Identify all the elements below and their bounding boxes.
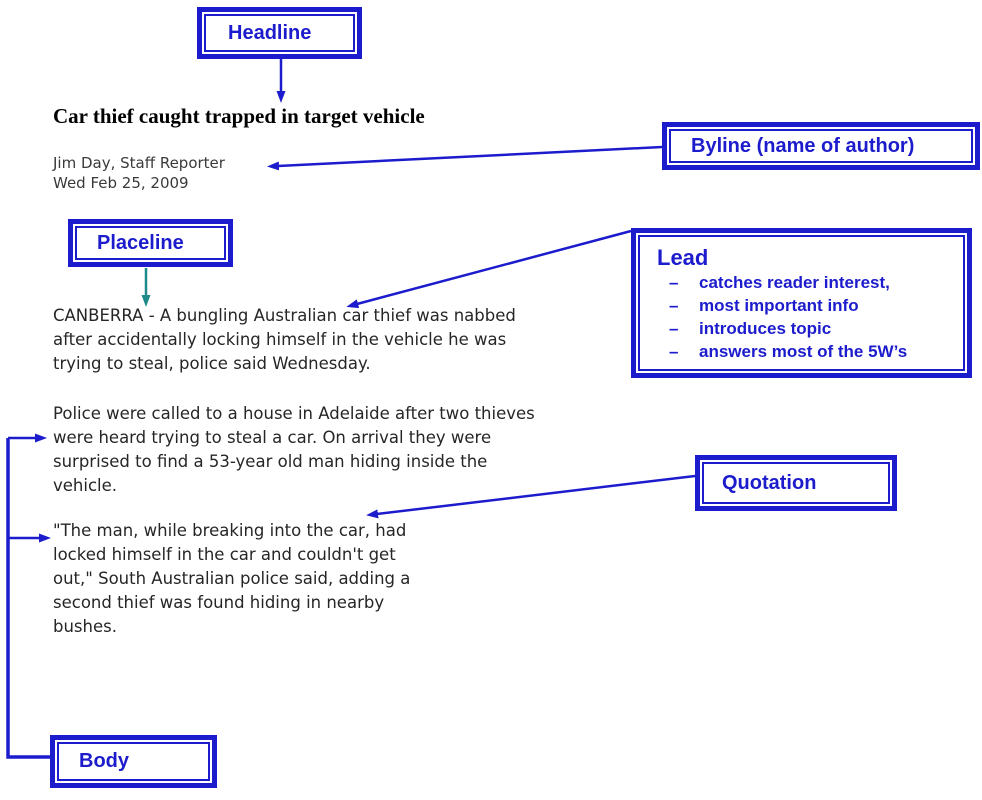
- lead-box: Lead – catches reader interest, – most i…: [631, 228, 972, 378]
- article-paragraph-quotation: "The man, while breaking into the car, h…: [53, 521, 411, 636]
- quotation-box-label: Quotation: [722, 471, 817, 494]
- dash-bullet: –: [669, 319, 679, 338]
- lead-bullet-text: catches reader interest,: [699, 273, 890, 292]
- body-connector-line: [6, 438, 50, 759]
- byline-box-label: Byline (name of author): [691, 134, 915, 157]
- article-paragraph-body: Police were called to a house in Adelaid…: [53, 404, 535, 495]
- placeline-box-label: Placeline: [97, 231, 184, 254]
- byline-arrow: [267, 145, 663, 171]
- lead-box-title: Lead: [657, 245, 709, 270]
- lead-bullet-item: – catches reader interest,: [657, 271, 957, 294]
- lead-bullet-text: answers most of the 5W’s: [699, 342, 908, 361]
- placeline-box: Placeline: [68, 219, 233, 267]
- body-box-label: Body: [79, 750, 129, 772]
- body-box: Body: [50, 735, 217, 788]
- lead-bullet-text: introduces topic: [699, 319, 832, 338]
- dash-bullet: –: [669, 273, 679, 292]
- headline-box: Headline: [197, 7, 362, 59]
- article-byline: Jim Day, Staff Reporter Wed Feb 25, 2009: [53, 154, 225, 192]
- lead-bullet-item: – introduces topic: [657, 317, 957, 340]
- article-headline: Car thief caught trapped in target vehic…: [53, 104, 425, 128]
- lead-bullet-text: most important info: [699, 296, 859, 315]
- byline-box: Byline (name of author): [662, 122, 980, 170]
- headline-box-label: Headline: [228, 21, 312, 44]
- lead-bullet-item: – most important info: [657, 294, 957, 317]
- article-paragraph-lead: CANBERRA - A bungling Australian car thi…: [53, 306, 516, 373]
- quotation-box: Quotation: [695, 455, 897, 511]
- lead-bullet-item: – answers most of the 5W’s: [657, 340, 957, 363]
- dash-bullet: –: [669, 296, 679, 315]
- dash-bullet: –: [669, 342, 679, 361]
- lead-arrow: [346, 229, 632, 309]
